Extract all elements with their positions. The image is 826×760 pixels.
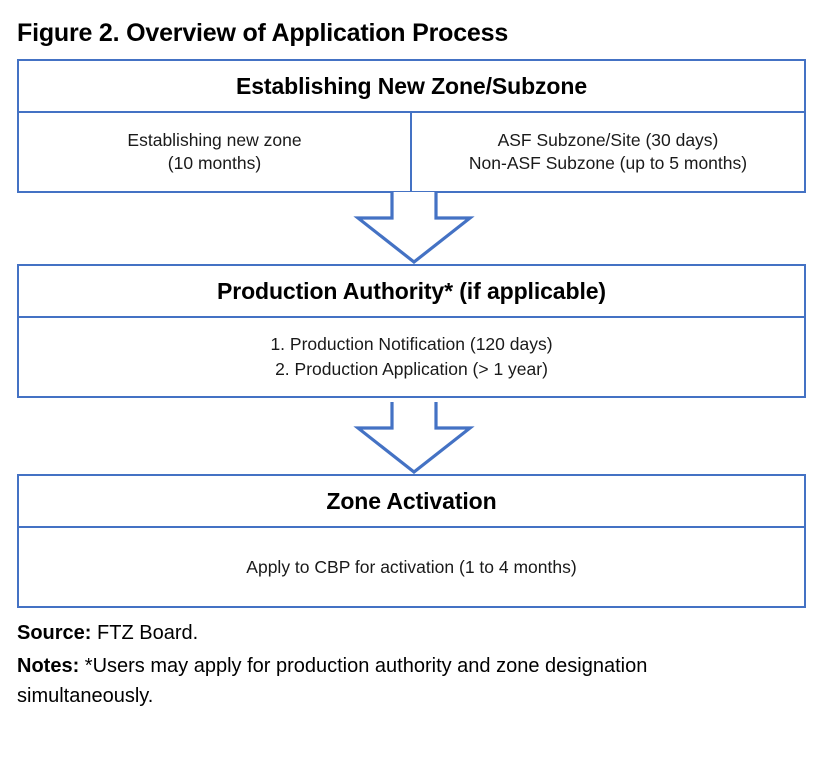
flow-step-header: Production Authority* (if applicable) [19,266,804,318]
flow-cell-asf-subzone: ASF Subzone/Site (30 days) Non-ASF Subzo… [412,113,804,191]
flow-cell-apply-to-cbp: Apply to CBP for activation (1 to 4 mont… [19,528,804,606]
flow-step-header: Establishing New Zone/Subzone [19,61,804,113]
flow-cell-text: ASF Subzone/Site (30 days) Non-ASF Subzo… [468,130,748,173]
source-note: Source: FTZ Board. [17,618,717,648]
down-block-arrow-icon [353,192,475,264]
notes-text: *Users may apply for production authorit… [17,655,648,707]
flow-cell-text: Establishing new zone (10 months) [127,130,302,173]
flow-cell-text: Apply to CBP for activation (1 to 4 mont… [246,556,577,577]
connector-arrow-2 [342,402,486,474]
flow-step-header-label: Establishing New Zone/Subzone [235,73,588,99]
flow-step-production-authority: Production Authority* (if applicable) 1.… [17,264,806,398]
source-text: FTZ Board. [91,622,199,644]
flow-step-header: Zone Activation [19,476,804,528]
connector-arrow-1 [342,192,486,264]
source-label: Source: [17,622,92,644]
notes-label: Notes: [17,655,80,677]
flow-step-header-label: Production Authority* (if applicable) [216,278,606,304]
notes-note: Notes: *Users may apply for production a… [17,651,697,711]
flow-step-header-label: Zone Activation [326,488,497,514]
flow-cell-production-steps: 1. Production Notification (120 days) 2.… [19,318,804,396]
flow-step-body: Establishing new zone (10 months) ASF Su… [19,113,804,191]
flow-step-establishing-new-zone-subzone: Establishing New Zone/Subzone Establishi… [17,59,806,193]
flow-step-zone-activation: Zone Activation Apply to CBP for activat… [17,474,806,608]
down-block-arrow-icon [353,402,475,474]
flow-step-body: Apply to CBP for activation (1 to 4 mont… [19,528,804,606]
flow-cell-establishing-new-zone: Establishing new zone (10 months) [19,113,412,191]
flow-cell-text: 1. Production Notification (120 days) 2.… [270,334,553,379]
figure-title: Figure 2. Overview of Application Proces… [17,19,509,47]
flow-step-body: 1. Production Notification (120 days) 2.… [19,318,804,396]
